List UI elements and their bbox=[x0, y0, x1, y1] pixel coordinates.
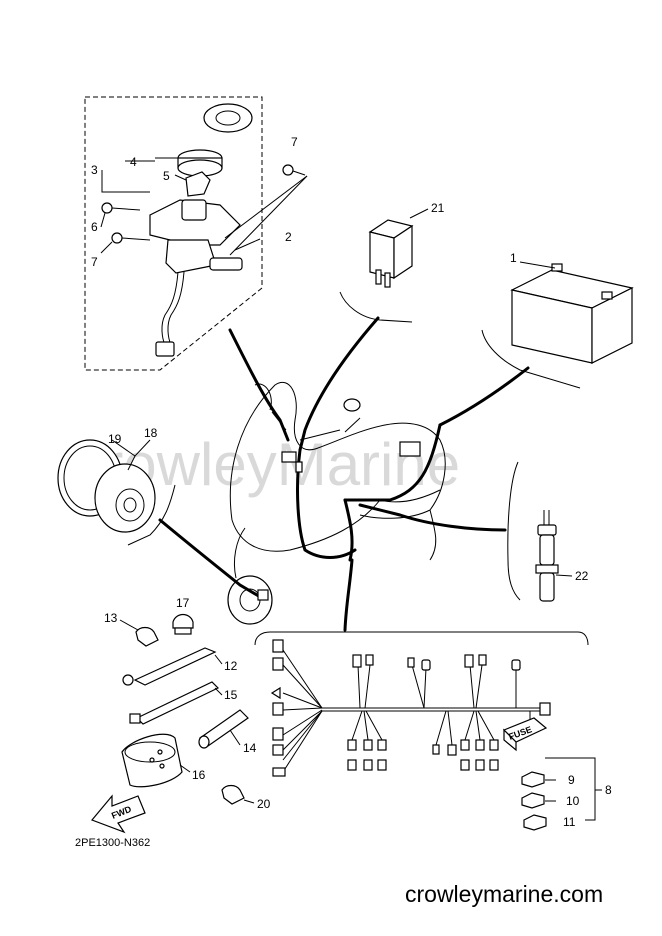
relay-21 bbox=[339, 208, 429, 323]
harness-routing bbox=[158, 316, 530, 632]
callout-20: 20 bbox=[257, 797, 271, 811]
callout-21: 21 bbox=[431, 201, 445, 215]
band-15 bbox=[129, 681, 223, 725]
cover-16 bbox=[121, 733, 191, 788]
callout-13: 13 bbox=[104, 611, 118, 625]
callout-5: 5 bbox=[163, 169, 170, 183]
fwd-arrow-icon: FWD bbox=[90, 794, 146, 834]
main-switch-group bbox=[84, 96, 308, 371]
clamp-13 bbox=[119, 619, 159, 647]
callout-4: 4 bbox=[130, 155, 137, 169]
callout-6: 6 bbox=[91, 220, 98, 234]
horn-18-19 bbox=[57, 439, 176, 546]
callout-18: 18 bbox=[144, 426, 158, 440]
sensor-22 bbox=[507, 461, 573, 602]
fuse-9 bbox=[521, 771, 545, 788]
callout-11: 11 bbox=[563, 815, 576, 829]
screw-7-right bbox=[282, 164, 306, 176]
scooter-outline bbox=[227, 382, 446, 625]
callout-16: 16 bbox=[192, 768, 206, 782]
callout-10: 10 bbox=[566, 794, 580, 808]
callout-2: 2 bbox=[285, 230, 292, 244]
callout-17: 17 bbox=[176, 596, 190, 610]
wire-harness-8: FUSE bbox=[254, 631, 602, 831]
callout-3: 3 bbox=[91, 163, 98, 177]
grommet-17 bbox=[172, 613, 194, 635]
diagram-code: 2PE1300-N362 bbox=[75, 837, 150, 849]
band-12 bbox=[122, 647, 223, 686]
fuse-11 bbox=[523, 814, 547, 831]
footer-site: crowleymarine.com bbox=[405, 881, 603, 907]
callout-22: 22 bbox=[575, 569, 589, 583]
callout-9: 9 bbox=[568, 773, 575, 787]
callout-7-right: 7 bbox=[291, 135, 298, 149]
fuse-10 bbox=[521, 792, 545, 809]
callout-8: 8 bbox=[605, 783, 612, 797]
clamp-20 bbox=[221, 784, 255, 805]
callout-1: 1 bbox=[510, 251, 517, 265]
callout-12: 12 bbox=[224, 659, 238, 673]
screw-6 bbox=[101, 202, 141, 214]
callout-14: 14 bbox=[243, 741, 257, 755]
callout-15: 15 bbox=[224, 688, 238, 702]
battery-1 bbox=[481, 261, 634, 389]
callout-19: 19 bbox=[108, 432, 122, 446]
tube-14 bbox=[198, 709, 249, 749]
callout-7-left: 7 bbox=[91, 255, 98, 269]
screw-7-left bbox=[111, 232, 151, 244]
